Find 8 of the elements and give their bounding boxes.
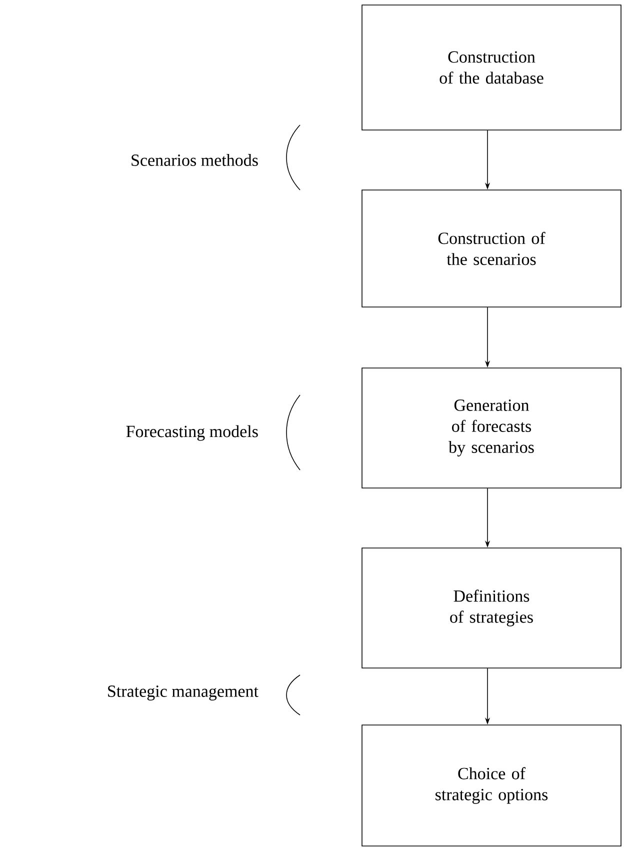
side-label: Scenarios methods <box>132 154 258 166</box>
process-box: Generation of forecasts by scenarios <box>362 368 622 488</box>
process-box: Construction of the database <box>362 4 622 130</box>
process-box: Definitions of strategies <box>362 548 622 668</box>
side-label: Strategic management <box>108 686 258 700</box>
side-label: Forecasting models <box>126 425 258 441</box>
process-box: Choice of strategic options <box>362 724 622 846</box>
process-box: Construction of the scenarios <box>362 190 622 308</box>
